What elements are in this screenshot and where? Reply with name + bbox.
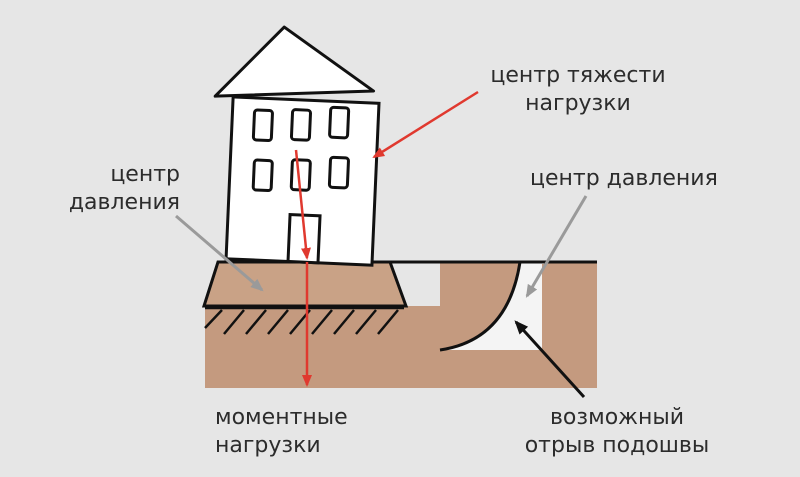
separation-label: возможный отрыв подошвы [512, 404, 722, 460]
moment-label-line-1: моментные [215, 405, 348, 430]
building-roof [213, 25, 376, 98]
cg-pointer-arrow [372, 90, 479, 159]
pressure-left-label-line-2: давления [68, 190, 180, 215]
pressure-right-label-line-1: центр давления [530, 166, 718, 191]
separation-gap-outline [439, 261, 522, 352]
pressure-left-arrow [175, 214, 264, 292]
cg-label: центр тяжести нагрузки [478, 62, 678, 118]
separation-label-line-2: отрыв подошвы [524, 433, 710, 458]
pressure-right-label: центр давления [530, 165, 718, 193]
gravity-arrow [294, 149, 311, 260]
pressure-left-label: центр давления [60, 161, 180, 217]
cg-label-line-1: центр тяжести [490, 63, 666, 88]
pressure-right-arrow [525, 195, 588, 298]
building-windows [251, 105, 351, 193]
foundation-slab [201, 260, 409, 308]
pressure-left-label-line-1: центр [110, 162, 180, 187]
tilted-building [213, 25, 381, 267]
moment-label: моментные нагрузки [215, 404, 348, 460]
moment-label-line-2: нагрузки [215, 433, 321, 458]
cg-label-line-2: нагрузки [525, 91, 631, 116]
separation-label-line-1: возможный [549, 405, 685, 430]
separation-arrow [514, 320, 586, 399]
